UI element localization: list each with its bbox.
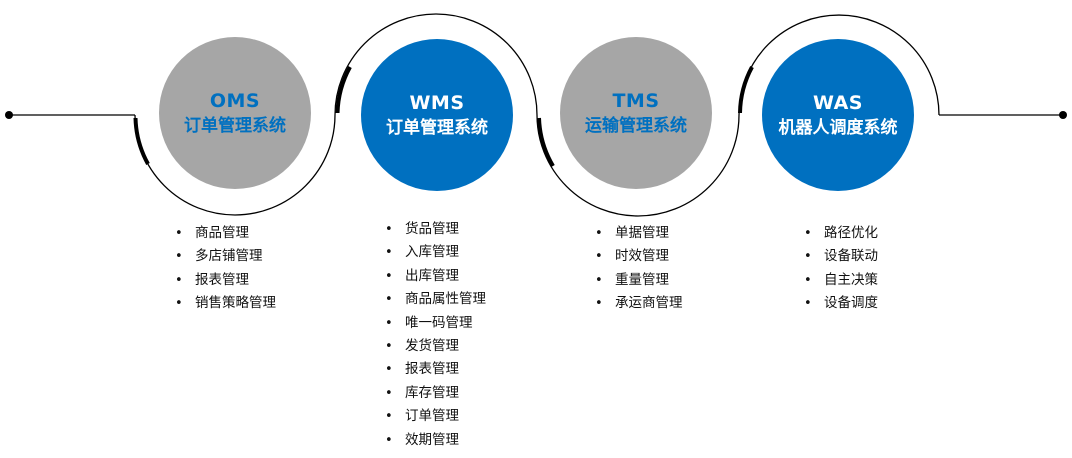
accent-segment (537, 117, 555, 168)
accent-segment (738, 66, 754, 114)
node-name: 订单管理系统 (386, 118, 488, 138)
list-item: 货品管理 (385, 218, 486, 242)
node-abbr: TMS (612, 90, 660, 112)
list-item: 订单管理 (385, 405, 486, 429)
node-wms: WMS 订单管理系统 (361, 39, 513, 191)
node-abbr: WAS (813, 92, 863, 114)
list-item: 时效管理 (595, 245, 683, 269)
list-item: 路径优化 (804, 222, 878, 246)
oms-feature-list: 商品管理 多店铺管理 报表管理 销售策略管理 (175, 222, 276, 316)
wms-feature-list: 货品管理 入库管理 出库管理 商品属性管理 唯一码管理 发货管理 报表管理 库存… (385, 218, 486, 452)
node-abbr: WMS (409, 92, 465, 114)
list-item: 多店铺管理 (175, 245, 276, 269)
end-dot-icon (1059, 111, 1067, 119)
list-item: 自主决策 (804, 269, 878, 293)
list-item: 报表管理 (175, 269, 276, 293)
node-abbr: OMS (209, 90, 261, 112)
list-item: 单据管理 (595, 222, 683, 246)
list-item: 承运商管理 (595, 292, 683, 316)
list-item: 入库管理 (385, 241, 486, 265)
list-item: 重量管理 (595, 269, 683, 293)
was-feature-list: 路径优化 设备联动 自主决策 设备调度 (804, 222, 878, 316)
list-item: 销售策略管理 (175, 292, 276, 316)
tms-feature-list: 单据管理 时效管理 重量管理 承运商管理 (595, 222, 683, 316)
list-item: 发货管理 (385, 335, 486, 359)
list-item: 设备调度 (804, 292, 878, 316)
list-item: 效期管理 (385, 429, 486, 453)
node-name: 机器人调度系统 (778, 118, 898, 138)
node-name: 订单管理系统 (184, 116, 286, 136)
list-item: 唯一码管理 (385, 312, 486, 336)
list-item: 设备联动 (804, 245, 878, 269)
node-was: WAS 机器人调度系统 (762, 39, 914, 191)
list-item: 商品管理 (175, 222, 276, 246)
list-item: 报表管理 (385, 358, 486, 382)
list-item: 商品属性管理 (385, 288, 486, 312)
accent-segment (335, 66, 352, 114)
list-item: 库存管理 (385, 382, 486, 406)
node-oms: OMS 订单管理系统 (159, 37, 311, 189)
node-tms: TMS 运输管理系统 (560, 37, 712, 189)
list-item: 出库管理 (385, 265, 486, 289)
node-name: 运输管理系统 (585, 116, 687, 136)
accent-segment (133, 117, 150, 165)
